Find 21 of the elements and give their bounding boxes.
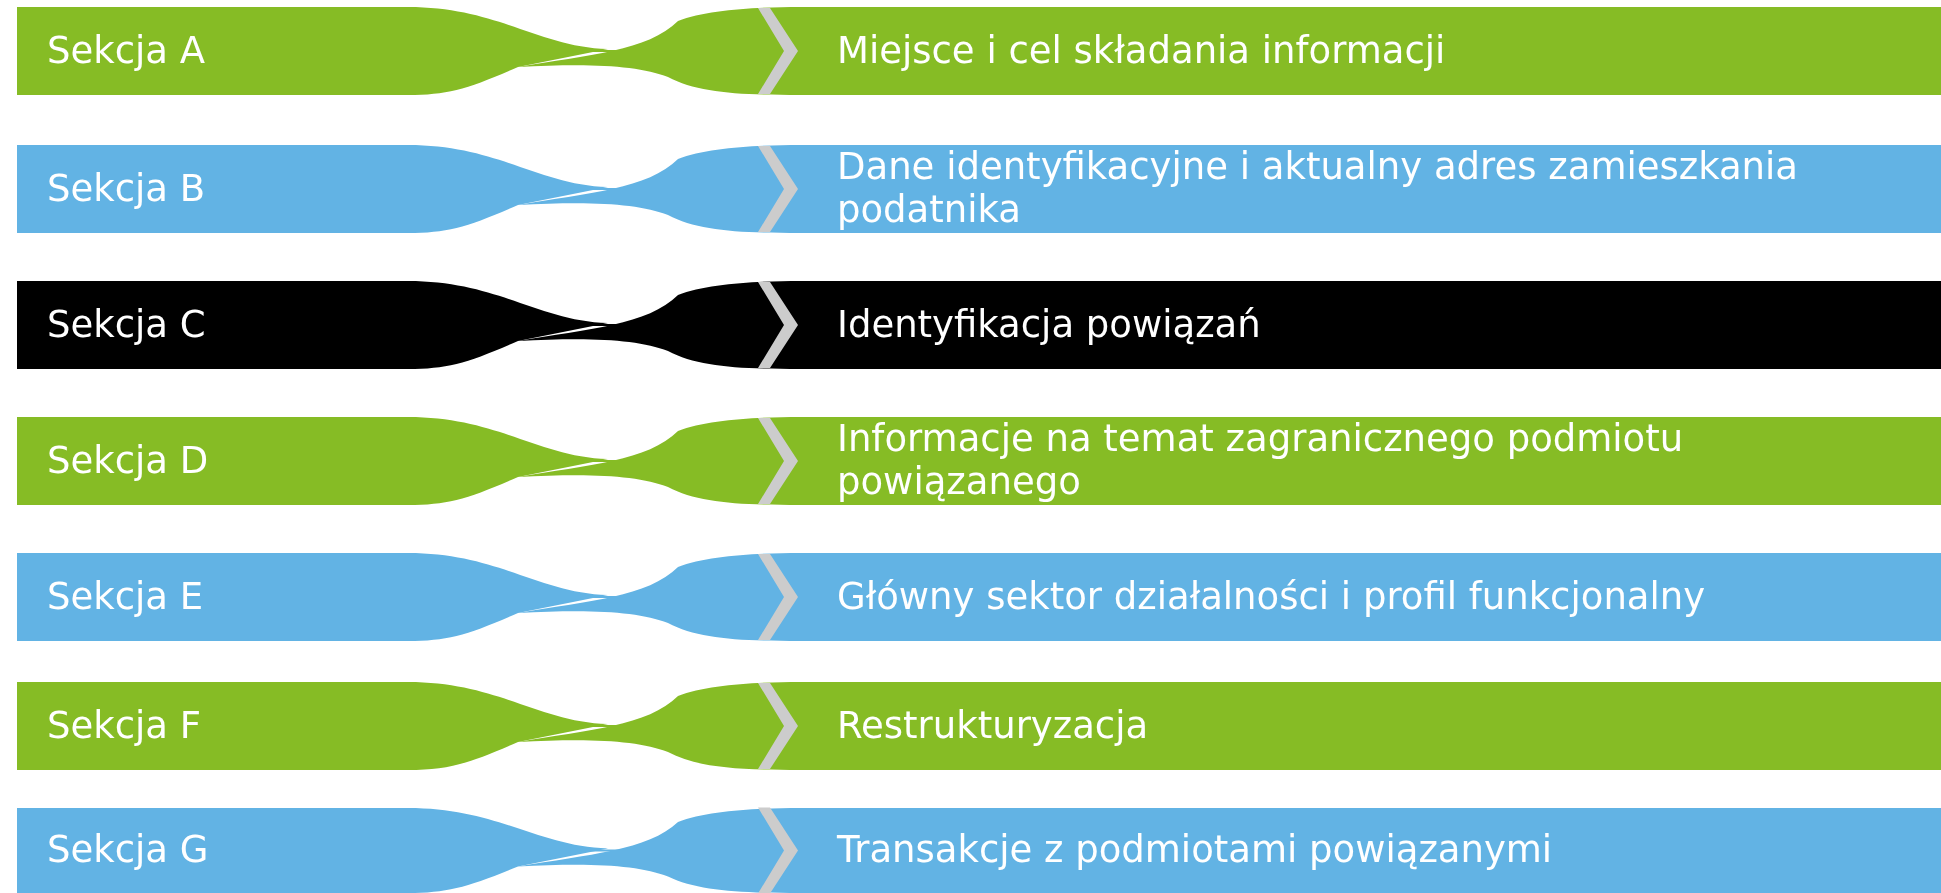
description-text: Transakcje z podmiotami powiązanymi: [837, 829, 1553, 872]
section-label: Sekcja F: [47, 704, 202, 748]
description-text: Główny sektor działalności i profil funkcjonalny: [837, 575, 1706, 619]
section-label: Sekcja D: [47, 439, 209, 483]
description-text: Dane identyfikacyjne i aktualny adres zamieszkania podatnika: [837, 146, 1800, 232]
section-label: Sekcja B: [47, 167, 206, 211]
section-label: Sekcja C: [47, 303, 206, 347]
section-band: [17, 682, 408, 770]
description-text: Restrukturyzacja: [837, 704, 1149, 748]
section-band: [17, 281, 408, 369]
section-band: [17, 417, 408, 505]
section-band: [17, 808, 408, 893]
description-text: Informacje na temat zagranicznego podmiotu powiązanego: [837, 418, 1685, 504]
description-text: Miejsce i cel składania informacji: [837, 29, 1446, 73]
section-label: Sekcja A: [47, 29, 206, 73]
section-band: [17, 553, 408, 641]
section-label: Sekcja E: [47, 575, 204, 619]
description-text: Identyfikacja powiązań: [837, 303, 1261, 347]
section-label: Sekcja G: [47, 829, 209, 872]
section-band: [17, 145, 408, 233]
section-band: [17, 7, 408, 95]
